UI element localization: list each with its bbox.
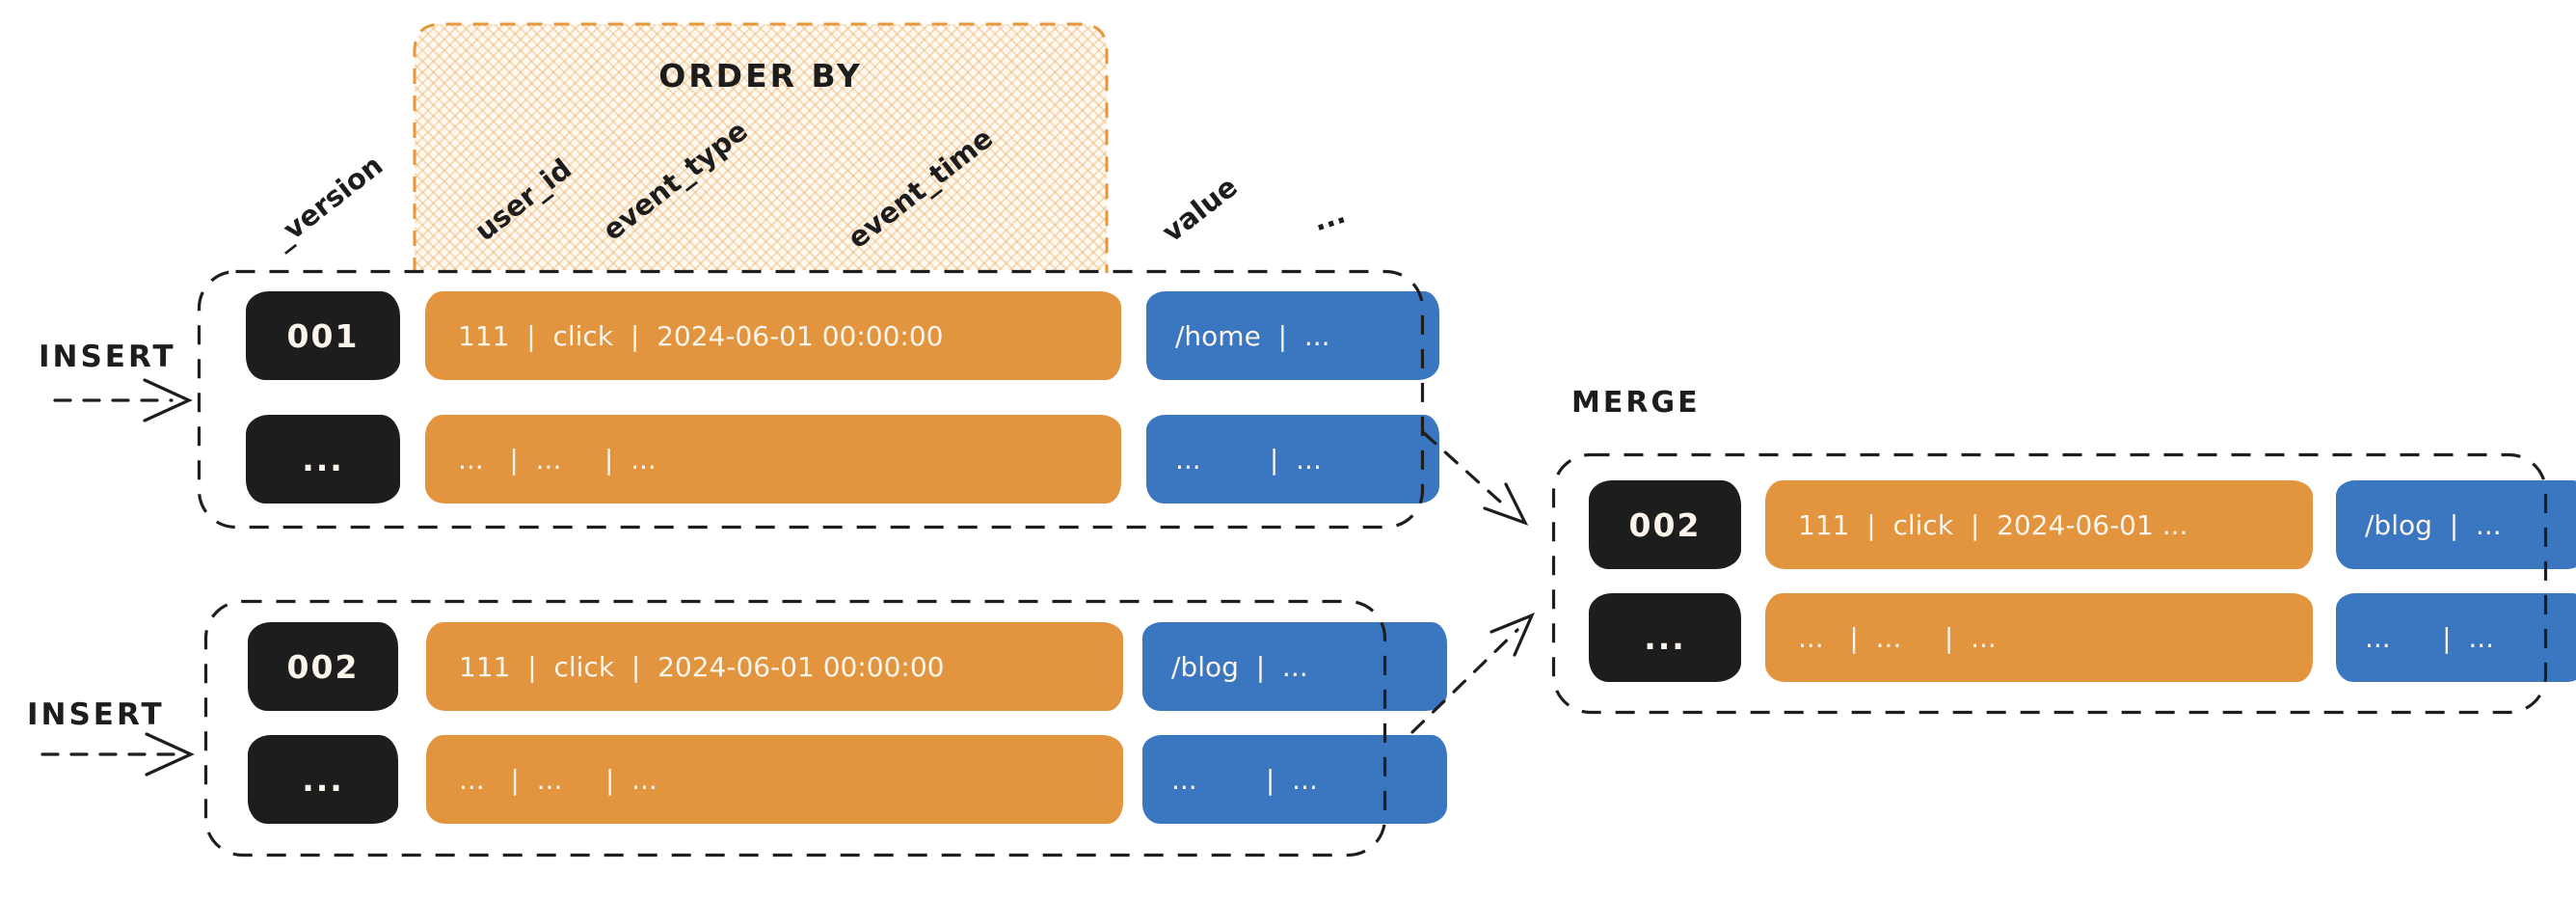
value-cell: /blog | ... <box>2336 480 2576 569</box>
table-row: ... ... | ... | ... ... | ... <box>1589 593 2576 682</box>
insert-arrow-1 <box>53 378 193 422</box>
merge-label: MERGE <box>1571 386 1701 420</box>
column-label-value: value <box>1155 170 1244 249</box>
version-cell: ... <box>1589 593 1741 682</box>
order-by-title: ORDER BY <box>658 57 863 95</box>
table-row: ... ... | ... | ... ... | ... <box>246 415 1439 504</box>
version-cell: 001 <box>246 291 400 380</box>
insert-part-1: 001 111 | click | 2024-06-01 00:00:00 /h… <box>198 270 1439 529</box>
value-cell: ... | ... <box>1142 735 1447 824</box>
value-cell: /home | ... <box>1146 291 1439 380</box>
key-columns-cell: 111 | click | 2024-06-01 00:00:00 <box>426 622 1123 711</box>
version-cell: ... <box>246 415 400 504</box>
key-columns-cell: ... | ... | ... <box>425 415 1121 504</box>
table-row: 002 111 | click | 2024-06-01 00:00:00 /b… <box>248 622 1447 711</box>
key-columns-cell: 111 | click | 2024-06-01 ... <box>1765 480 2313 569</box>
table-row: 002 111 | click | 2024-06-01 ... /blog |… <box>1589 480 2576 569</box>
column-label-version: _version <box>265 148 389 256</box>
table-row: ... ... | ... | ... ... | ... <box>248 735 1447 824</box>
insert-label-2: INSERT <box>27 697 165 732</box>
version-cell: 002 <box>248 622 398 711</box>
table-row: 001 111 | click | 2024-06-01 00:00:00 /h… <box>246 291 1439 380</box>
key-columns-cell: ... | ... | ... <box>426 735 1123 824</box>
insert-label-1: INSERT <box>39 340 176 374</box>
version-cell: ... <box>248 735 398 824</box>
insert-arrow-2 <box>40 732 195 776</box>
column-label-more: ... <box>1308 196 1350 238</box>
merged-part: 002 111 | click | 2024-06-01 ... /blog |… <box>1552 453 2576 714</box>
version-cell: 002 <box>1589 480 1741 569</box>
key-columns-cell: ... | ... | ... <box>1765 593 2313 682</box>
key-columns-cell: 111 | click | 2024-06-01 00:00:00 <box>425 291 1121 380</box>
value-cell: ... | ... <box>2336 593 2576 682</box>
value-cell: /blog | ... <box>1142 622 1447 711</box>
order-by-region: ORDER BY <box>415 24 1107 273</box>
insert-part-2: 002 111 | click | 2024-06-01 00:00:00 /b… <box>204 600 1447 857</box>
value-cell: ... | ... <box>1146 415 1439 504</box>
